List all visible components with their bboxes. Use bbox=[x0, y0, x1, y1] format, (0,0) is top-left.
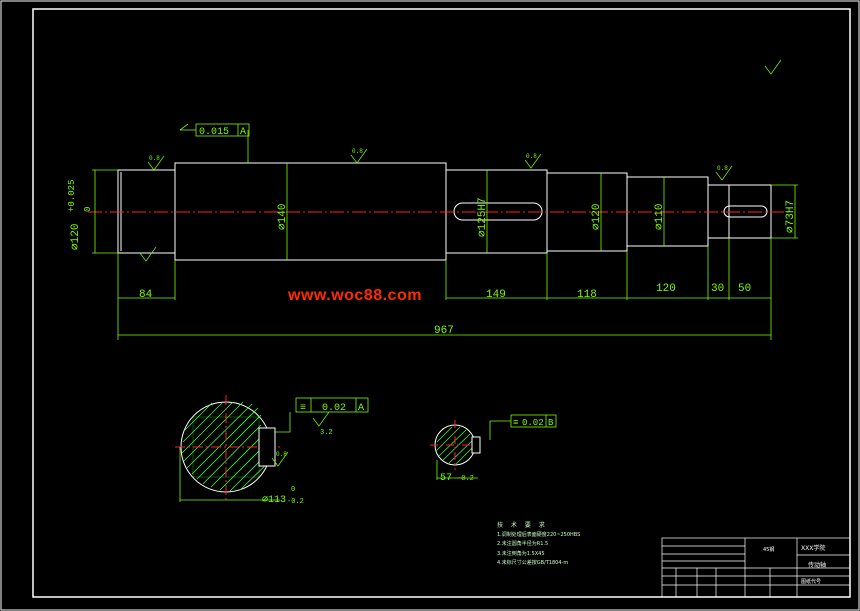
sym2-symbol: ≡ bbox=[513, 418, 518, 428]
dia-left-dim: ∅120 bbox=[70, 224, 82, 250]
runout-datum: A bbox=[240, 127, 246, 138]
title-block-company: XXX学院 bbox=[801, 544, 825, 552]
seg-30-dim: 30 bbox=[711, 283, 724, 295]
left-end-length-dim: 84 bbox=[139, 289, 153, 301]
sym2-value: 0.02 bbox=[522, 418, 544, 428]
tolerance-frames bbox=[179, 123, 557, 440]
section-view-1 bbox=[175, 395, 280, 502]
section-dia-dim: ∅113 bbox=[262, 495, 286, 506]
section-view-2 bbox=[430, 420, 481, 480]
runout-value: 0.015 bbox=[199, 127, 229, 138]
roughness-label-6: 0.8 bbox=[276, 451, 287, 458]
sym1-symbol: ≡ bbox=[300, 403, 306, 414]
roughness-label-5: 3.2 bbox=[320, 429, 333, 437]
dia-125-dim: ∅125H7 bbox=[477, 197, 489, 237]
technical-requirement-1: 1.调制处理后表面硬度220~250HBS bbox=[497, 531, 581, 538]
dia-140-dim: ∅140 bbox=[277, 204, 289, 230]
seg-120-dim: 120 bbox=[656, 283, 676, 295]
technical-requirement-3: 3.未注倒角为1.5X45 bbox=[497, 550, 545, 557]
seg-50-dim: 50 bbox=[738, 283, 751, 295]
title-block-material: 45钢 bbox=[763, 546, 774, 553]
technical-requirement-2: 2.未注圆角半径为R1.5 bbox=[497, 541, 549, 547]
dia-left-tol-upper: +0.025 bbox=[67, 180, 77, 212]
inner-frame bbox=[32, 8, 851, 598]
section-tol-lower: -0.2 bbox=[287, 498, 304, 506]
sym1-value: 0.02 bbox=[322, 403, 346, 414]
dimension-lines bbox=[92, 129, 798, 340]
total-length-dim: 967 bbox=[434, 325, 454, 337]
section2-tol: -0.2 bbox=[457, 475, 474, 483]
dia-110-dim: ∅110 bbox=[654, 204, 666, 230]
sym2-datum: B bbox=[548, 418, 554, 428]
roughness-label-2: 0.8 bbox=[352, 148, 363, 155]
dia-73-dim: ∅73H7 bbox=[785, 200, 797, 233]
sym1-datum: A bbox=[358, 403, 364, 414]
dia-left-tol-lower: 0 bbox=[83, 207, 93, 212]
roughness-symbols bbox=[139, 59, 782, 467]
title-block-part: 传动轴 bbox=[808, 561, 826, 569]
section-tol-upper: 0 bbox=[291, 486, 295, 494]
title-block bbox=[661, 537, 851, 598]
roughness-label-3: 0.8 bbox=[526, 153, 537, 160]
watermark: www.woc88.com bbox=[288, 287, 422, 304]
seg-118-dim: 118 bbox=[577, 289, 597, 301]
roughness-label-1: 0.8 bbox=[149, 155, 160, 162]
title-block-drawing-no: 图纸代号 bbox=[801, 578, 821, 585]
section2-dim: 57 bbox=[440, 473, 452, 484]
dia-120b-dim: ∅120 bbox=[591, 204, 603, 230]
technical-requirements-title: 技 术 要 求 bbox=[497, 522, 548, 529]
seg-149-dim: 149 bbox=[486, 289, 506, 301]
technical-requirement-4: 4.未标尺寸公差按GB/T1804-m bbox=[497, 560, 569, 566]
roughness-label-4: 0.8 bbox=[717, 165, 728, 172]
technical-requirements: 技 术 要 求 1.调制处理后表面硬度220~250HBS 2.未注圆角半径为R… bbox=[497, 521, 580, 569]
